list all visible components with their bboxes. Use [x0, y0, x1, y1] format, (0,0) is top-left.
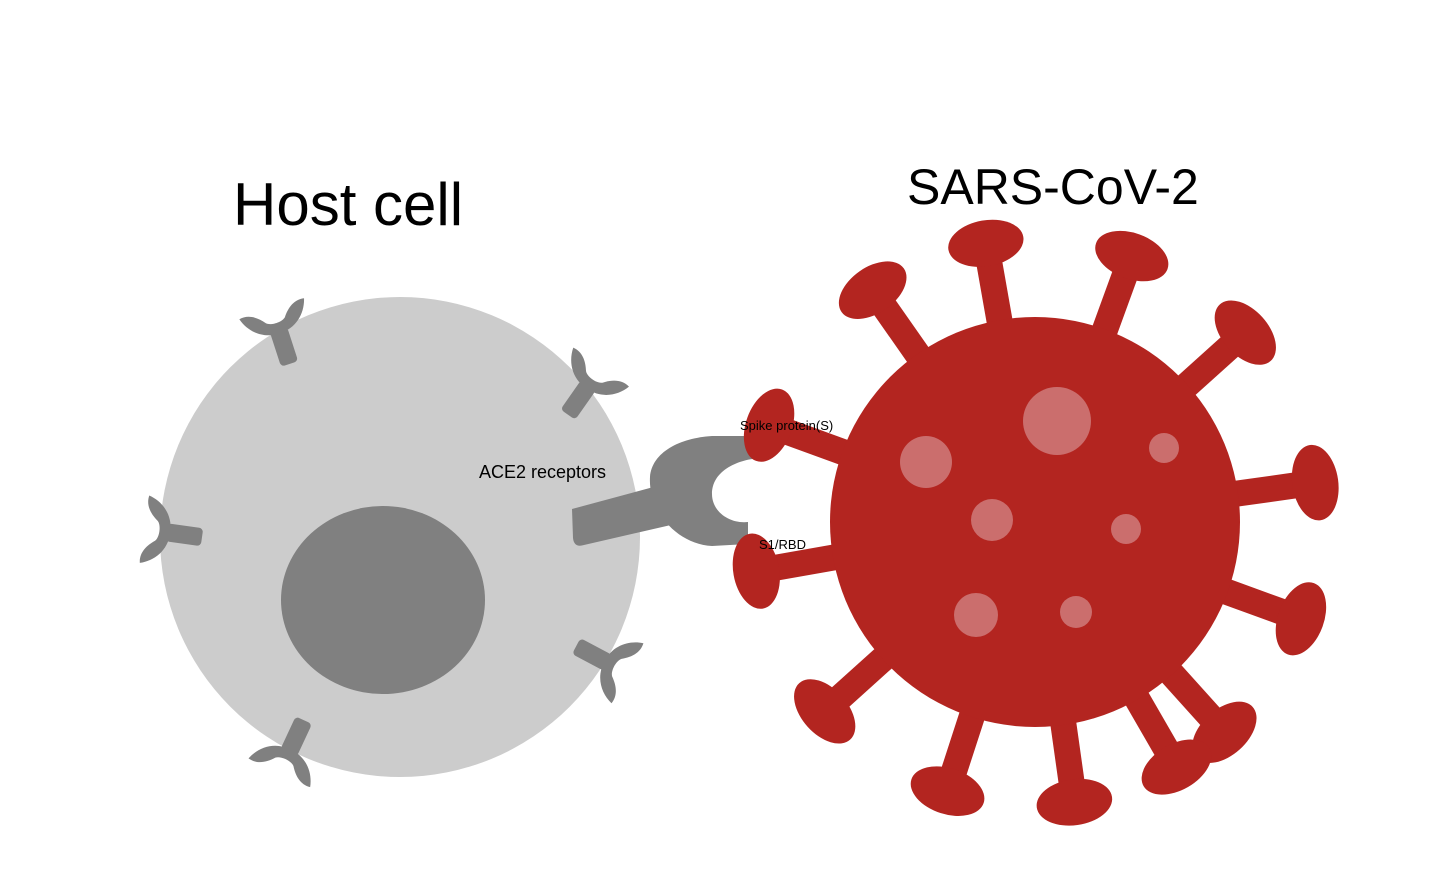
virus-spike-head [948, 219, 1024, 267]
virus-spot [1023, 387, 1091, 455]
virus-spike-head [910, 766, 985, 816]
virus-spike-head [1275, 582, 1327, 656]
virus-spot [954, 593, 998, 637]
virus-spot [971, 499, 1013, 541]
virus-spike-head [743, 388, 795, 462]
virus-spot [900, 436, 952, 488]
virus-spike-head [1214, 300, 1276, 365]
virus-spike-head [1291, 444, 1339, 521]
virus-spike-head [1141, 739, 1212, 795]
virus-spike-head [1036, 778, 1113, 826]
virus-spike-head [1095, 230, 1169, 282]
virus-title: SARS-CoV-2 [907, 159, 1199, 215]
virus-body [830, 317, 1240, 727]
s1-rbd-label: S1/RBD [759, 537, 806, 552]
host-cell-title: Host cell [233, 171, 464, 238]
host-cell [160, 297, 640, 777]
virus [732, 219, 1339, 826]
virus-spot [1149, 433, 1179, 463]
virus-spike-head [794, 679, 856, 744]
ace2-receptor-large [572, 436, 760, 546]
virus-spots [900, 387, 1179, 637]
virus-spike-head [732, 533, 780, 609]
virus-spike-head [838, 261, 907, 319]
spike-protein-label: Spike protein(S) [740, 418, 834, 433]
virus-spot [1111, 514, 1141, 544]
ace2-receptors-label: ACE2 receptors [479, 462, 607, 482]
nucleus [281, 506, 485, 694]
virus-spot [1060, 596, 1092, 628]
